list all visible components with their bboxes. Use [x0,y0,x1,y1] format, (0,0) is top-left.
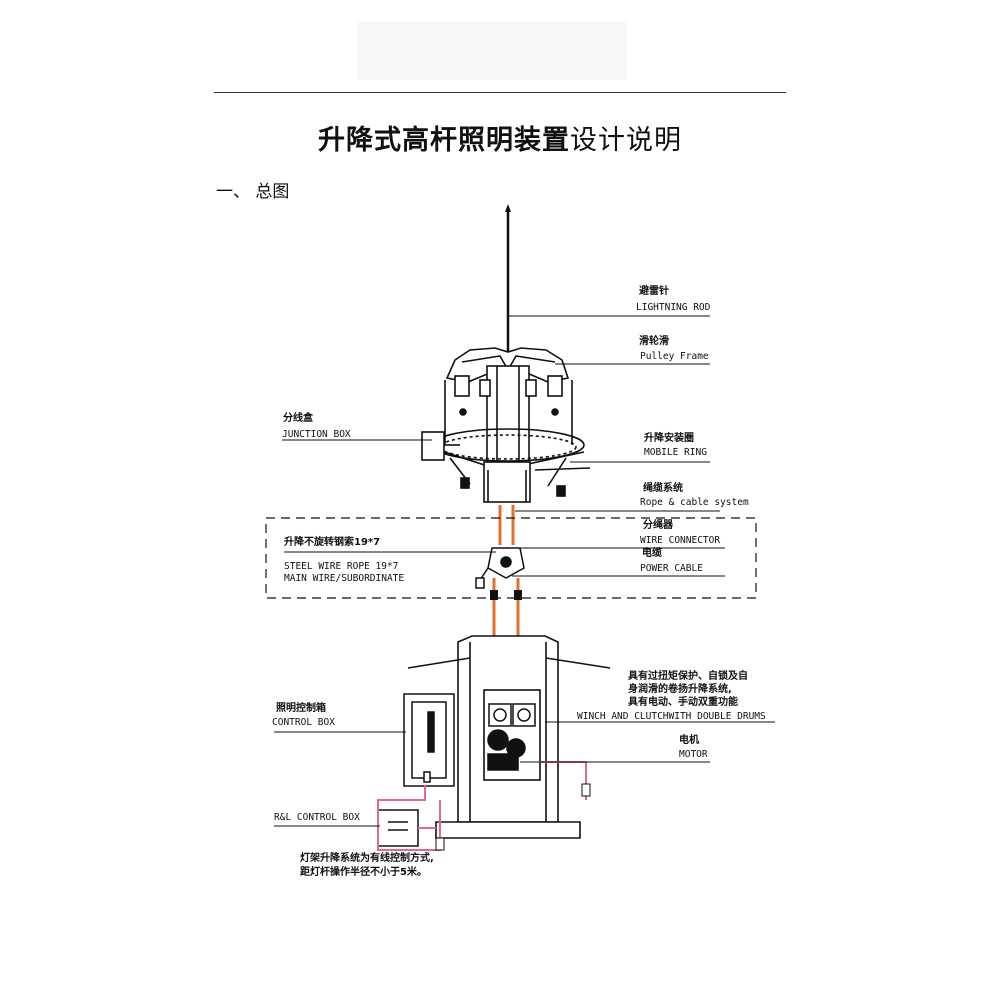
leader-lines [274,315,775,827]
bottom-note-line-2: 距灯杆操作半径不小于5米。 [300,867,427,878]
upper-cables [498,505,515,545]
pulley-frame-label-en: Pulley Frame [640,351,709,362]
motor-label-en: MOTOR [679,749,708,760]
header-blank-area [357,22,627,80]
control-box [403,693,455,787]
winch-desc-line-3: 具有电动、手动双重功能 [628,697,738,708]
header-rule [214,92,786,93]
control-box-label-cn: 照明控制箱 [276,703,326,714]
cable-clamp-right [514,590,522,600]
steel-wire-label-cn: 升降不旋转钢索19*7 [284,537,381,548]
pulley-frame-label-cn: 滑轮滑 [639,336,669,347]
junction-box [421,431,460,461]
title-light: 设计说明 [570,125,682,156]
rl-control-box-label: R&L CONTROL BOX [274,812,360,823]
cable-clamp-left [490,590,498,600]
base-terminal [435,837,445,851]
power-cable-label-cn: 电缆 [642,548,662,559]
page-title: 升降式高杆照明装置设计说明 [0,118,1000,157]
wire-connector [475,547,525,589]
pulley-frame [444,347,573,463]
winch-desc-line-1: 具有过扭矩保护、自锁及自 [628,671,748,682]
control-box-label-en: CONTROL BOX [272,717,335,728]
winch-desc-line-2: 身润滑的卷扬升降系统, [628,684,732,695]
motor [487,753,519,771]
mobile-ring-label-en: MOBILE RING [644,447,707,458]
winch-drums [487,703,536,758]
section-heading: 一、 总图 [216,182,290,202]
winch-label-en: WINCH AND CLUTCHWITH DOUBLE DRUMS [577,711,766,722]
mobile-ring-label-cn: 升降安装圈 [644,433,694,444]
wire-connector-label-cn: 分绳器 [643,520,673,531]
lightning-rod-label-cn: 避雷针 [639,286,669,297]
bottom-note-line-1: 灯架升降系统为有线控制方式, [300,853,434,864]
ground-terminal [581,783,591,797]
lightning-rod [505,204,511,352]
rl-control-box [377,809,419,847]
junction-box-label-cn: 分线盒 [283,413,313,424]
rope-system-label-cn: 绳缆系统 [643,483,683,494]
motor-label-cn: 电机 [679,735,699,746]
steel-wire-label-en-2: MAIN WIRE/SUBORDINATE [284,573,405,584]
wire-connector-label-en: WIRE CONNECTOR [640,535,721,546]
steel-wire-label-en-1: STEEL WIRE ROPE 19*7 [284,561,399,572]
rope-system-dashed-frame [265,517,757,599]
lightning-rod-label-en: LIGHTNING ROD [636,302,711,313]
power-cable-label-en: POWER CABLE [640,563,703,574]
rope-system-label-en: Rope & cable system [640,497,749,508]
title-bold: 升降式高杆照明装置 [318,125,570,156]
junction-box-label-en: JUNCTION BOX [282,429,351,440]
mobile-ring [431,428,591,503]
